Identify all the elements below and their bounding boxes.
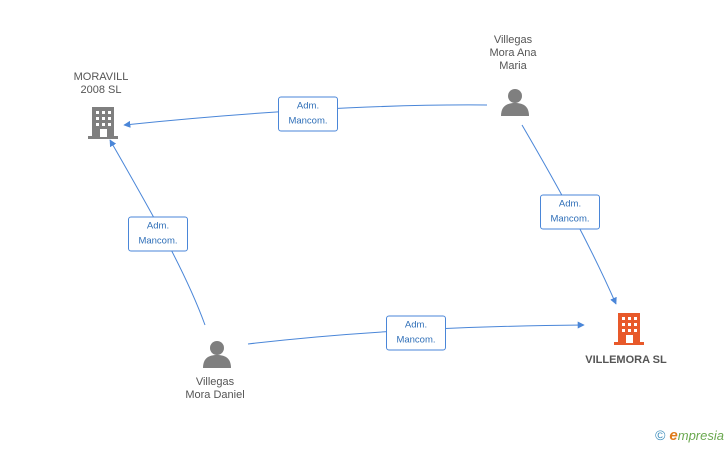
edge-label-line: Mancom.: [396, 334, 436, 346]
edge-label-daniel-villemora: Adm. Mancom.: [386, 315, 446, 351]
node-label-moravill[interactable]: MORAVILL 2008 SL: [74, 71, 129, 97]
node-label-villemora[interactable]: VILLEMORA SL: [585, 354, 666, 367]
node-label-villegas-daniel[interactable]: Villegas Mora Daniel: [185, 376, 244, 402]
edge-label-line: Adm.: [296, 100, 320, 112]
node-label-line: Maria: [499, 60, 527, 72]
node-label-villegas-ana[interactable]: Villegas Mora Ana Maria: [489, 34, 536, 73]
person-icon: [203, 341, 231, 368]
building-icon: [88, 107, 118, 139]
person-icon: [501, 89, 529, 116]
edge-label-line: Mancom.: [550, 213, 590, 225]
node-label-line: Villegas: [493, 34, 533, 46]
edge-label-ana-villemora: Adm. Mancom.: [540, 194, 600, 230]
brand-logo-text: mpresia: [677, 428, 724, 443]
edge-label-ana-moravill: Adm. Mancom.: [278, 96, 338, 132]
node-label-line: Mora Daniel: [185, 389, 245, 401]
node-label-line: 2008 SL: [80, 84, 122, 96]
node-label-line: MORAVILL: [73, 71, 129, 83]
copyright-symbol: ©: [655, 427, 666, 443]
edge-label-line: Mancom.: [138, 235, 178, 247]
edge-label-line: Adm.: [404, 319, 428, 331]
node-label-line: Mora Ana: [489, 47, 537, 59]
node-label-line: Villegas: [195, 376, 235, 388]
brand-footer: ©empresia: [655, 427, 724, 444]
edge-label-line: Adm.: [558, 198, 582, 210]
edge-label-line: Adm.: [146, 220, 170, 232]
node-label-line: VILLEMORA SL: [585, 354, 667, 366]
brand-logo-e: e: [669, 427, 678, 444]
building-icon: [614, 313, 644, 345]
edge-label-daniel-moravill: Adm. Mancom.: [128, 216, 188, 252]
edge-label-line: Mancom.: [288, 115, 328, 127]
